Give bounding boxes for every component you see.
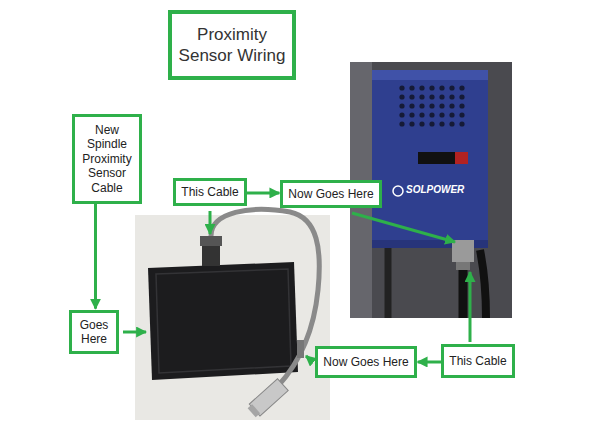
callout-box: Now Goes Here <box>280 180 381 208</box>
callout-box: Goes Here <box>69 310 119 355</box>
leader-arrows <box>123 211 470 362</box>
callout-text: Now Goes Here <box>288 187 373 201</box>
callout-text: Goes Here <box>76 318 112 347</box>
callout-text: This Cable <box>449 354 506 368</box>
callout-text: Now Goes Here <box>323 355 408 369</box>
encoder-photo <box>135 209 330 420</box>
callout-text: This Cable <box>181 185 238 199</box>
callout-box: Now Goes Here <box>315 346 416 378</box>
callout-text: New Spindle Proximity Sensor Cable <box>80 123 134 195</box>
brand-logo: SOLPOWER <box>406 184 464 195</box>
callout-arrow <box>418 360 442 363</box>
callout-box: New Spindle Proximity Sensor Cable <box>72 114 142 204</box>
title-box: Proximity Sensor Wiring <box>168 10 296 80</box>
callout-box: This Cable <box>173 178 246 206</box>
callout-arrow <box>94 204 97 309</box>
callout-box: This Cable <box>441 344 514 378</box>
callout-arrow <box>247 191 280 194</box>
diagram-title: Proximity Sensor Wiring <box>172 24 292 67</box>
